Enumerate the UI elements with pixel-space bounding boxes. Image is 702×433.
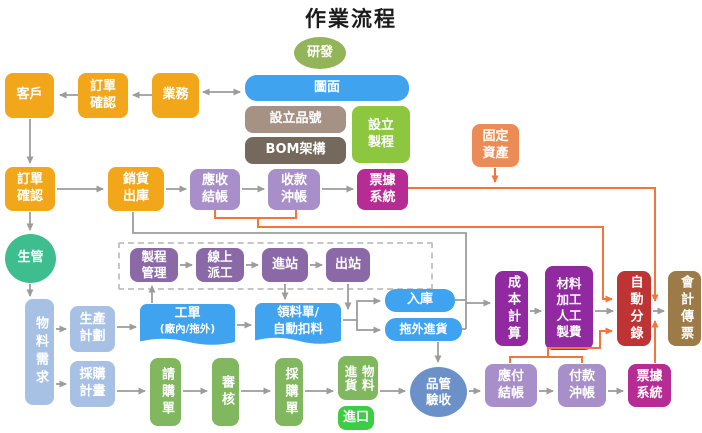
node-customer: 客戶 [5,73,54,118]
node-purchase-plan: 採購計畫 [70,361,115,407]
node-create-part-no: 設立品號 [245,106,346,133]
node-production-control-ellipse: 生管 [5,234,56,283]
node-sales-shipment: 銷貨出庫 [108,167,164,211]
node-fixed-assets: 固定資產 [472,124,519,167]
node-payment-writeoff: 付款沖帳 [558,364,606,407]
document-wave [139,338,236,347]
node-sales: 業務 [152,73,199,118]
node-work-order: 工單(廠內/拖外) [139,304,236,347]
node-rnd-ellipse: 研發 [294,37,346,69]
node-order-confirm-2: 訂單確認 [5,167,55,211]
node-material-demand: 物料需求 [25,299,54,405]
node-receipt-writeoff: 收款沖帳 [268,169,320,210]
node-ar-closing: 應收結帳 [190,169,240,210]
node-ap-closing: 應付結帳 [485,364,537,407]
node-notes-system-top: 票據系統 [357,169,408,210]
node-create-process: 設立製程 [352,106,410,163]
diagram-title: 作業流程 [305,7,397,31]
node-import: 進口 [338,406,374,430]
node-station-in: 進站 [262,248,308,282]
node-accounting-voucher: 會計傳票 [668,271,701,346]
node-qc-acceptance-ellipse: 品管驗收 [410,367,467,417]
node-order-confirm-top: 訂單確認 [78,73,128,118]
node-station-out: 出站 [326,248,370,282]
node-incoming-goods: 進貨物料 [338,356,378,400]
node-bom-structure: BOM架構 [245,137,346,164]
node-material-labor-cost: 材料加工人工製費 [545,266,593,350]
node-drawing: 圖面 [245,75,409,101]
node-production-plan: 生產計劃 [70,306,115,352]
node-cost-calc: 成本計算 [495,271,528,346]
node-purchase-order: 採購單 [275,358,303,426]
node-auto-entry: 自動分錄 [617,271,651,346]
node-online-dispatch: 線上派工 [196,248,244,282]
document-wave [254,337,342,346]
node-process-mgmt: 製程管理 [130,248,178,282]
node-notes-system-bottom: 票據系統 [628,364,671,407]
node-material-requisition: 領料單/自動扣料 [254,303,342,346]
node-review: 審核 [212,358,239,426]
node-outsource-incoming: 拖外進貨 [385,318,462,341]
node-purchase-requisition: 請購單 [150,358,181,426]
node-warehouse-in: 入庫 [385,289,455,312]
